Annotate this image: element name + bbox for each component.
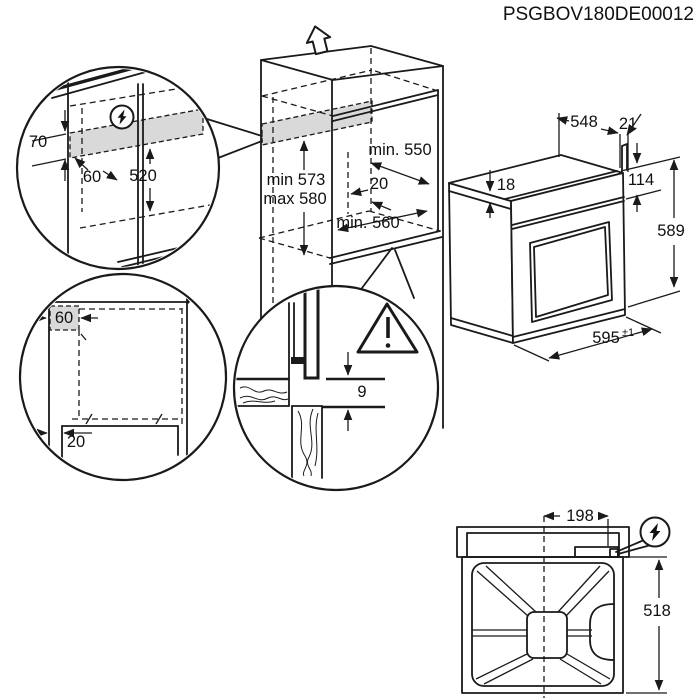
oven-rear-view: 198 518 [456,507,671,698]
detail-section-circle: 9 [232,284,440,492]
dim-niche-height-min: min 573 [267,171,326,189]
dim-front-gap: 9 [357,383,366,401]
dim-body-width-tolerance: ±1 [622,327,634,339]
dim-back-gap: 20 [370,175,388,193]
lightning-icon [109,104,135,130]
dim-control-panel-height: 114 [628,171,654,189]
dim-niche-height-max: max 580 [263,190,326,208]
up-arrow-icon [305,25,332,56]
detail-plan-circle: 60 20 [18,272,228,482]
dim-plan-shelf-setback: 20 [67,433,85,451]
dim-connection-offset-center: 198 [566,507,594,525]
warning-icon [356,302,419,354]
electrical-zone-shading [262,101,372,145]
dim-connection-offset: 60 [83,168,101,186]
detail-electrical-circle: 70 60 520 [15,65,263,271]
dim-body-width: 595 [592,329,620,347]
connection-zone-shading [50,306,79,330]
dim-niche-depth-top: min. 550 [368,141,431,159]
dim-plan-connection-depth: 60 [55,309,73,327]
lightning-icon-rear [639,516,671,548]
dim-rear-panel-height: 518 [643,602,671,620]
document-code: PSGBOV180DE00012 [503,4,694,25]
oven-door-window [529,221,613,323]
dim-niche-depth-bottom: min. 560 [336,214,399,232]
dim-body-depth: 548 [570,113,598,131]
dim-body-height: 589 [657,222,685,240]
dim-top-edge: 18 [497,176,515,194]
oven-drawing: 548 21 18 114 589 595 ±1 [448,113,685,362]
dim-clearance-below: 520 [129,167,157,185]
dim-connection-height: 70 [29,133,47,151]
